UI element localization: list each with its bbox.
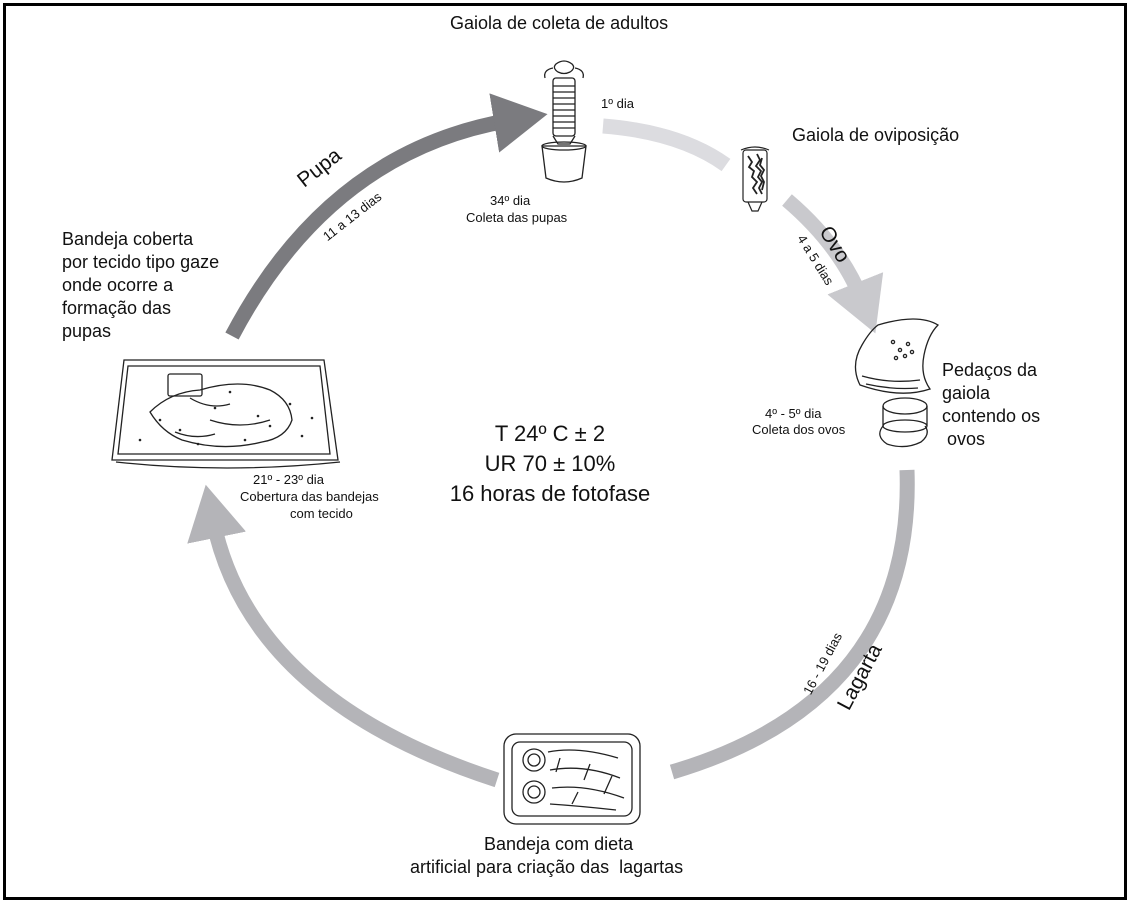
pupa-arrow xyxy=(225,93,548,340)
egg-pieces-title-line-4: ovos xyxy=(942,429,986,449)
adult-cage-day: 34º dia xyxy=(490,193,531,208)
lagarta-arrow xyxy=(669,469,915,780)
egg-pieces-title-line-1: Pedaços da xyxy=(942,360,1038,380)
first-day-arrow xyxy=(602,118,731,172)
covered-tray-title-line-4: formação das xyxy=(62,298,172,318)
covered-tray-day: 21º - 23º dia xyxy=(253,472,324,487)
oviposition-cage-drawing xyxy=(740,146,770,212)
egg-pieces-drawing xyxy=(854,318,940,448)
return-arrow xyxy=(187,484,500,788)
egg-pieces-note: Coleta dos ovos xyxy=(752,422,846,437)
ovo-arrow xyxy=(782,194,884,334)
covered-tray-title-line-3: onde ocorre a xyxy=(62,275,174,295)
first-day-label: 1º dia xyxy=(601,96,634,111)
adult-cage-note: Coleta das pupas xyxy=(466,210,568,225)
adult-cage-drawing xyxy=(541,60,587,183)
egg-pieces-title-line-3: contendo os xyxy=(942,406,1041,426)
covered-tray-note-line-2: com tecido xyxy=(290,506,353,521)
condition-humidity: UR 70 ± 10% xyxy=(484,451,616,476)
egg-pieces-day: 4º - 5º dia xyxy=(765,406,822,421)
egg-pieces-title-line-2: gaiola xyxy=(942,383,991,403)
covered-tray-title-line-1: Bandeja coberta xyxy=(62,229,194,249)
diet-tray-title-line-1: Bandeja com dieta xyxy=(484,834,634,854)
diet-tray-drawing xyxy=(503,733,641,825)
diagram-frame xyxy=(3,3,1127,900)
adult-cage-title: Gaiola de coleta de adultos xyxy=(450,13,669,33)
condition-temperature: T 24º C ± 2 xyxy=(494,421,606,446)
condition-photophase: 16 horas de fotofase xyxy=(449,481,651,506)
diet-tray-title-line-2: artificial para criação das lagartas xyxy=(410,857,684,877)
covered-tray-note-line-1: Cobertura das bandejas xyxy=(240,489,379,504)
covered-tray-title-line-2: por tecido tipo gaze xyxy=(62,252,220,272)
covered-tray-drawing xyxy=(111,359,341,469)
covered-tray-title-line-5: pupas xyxy=(62,321,112,341)
oviposition-cage-title: Gaiola de oviposição xyxy=(792,125,960,145)
